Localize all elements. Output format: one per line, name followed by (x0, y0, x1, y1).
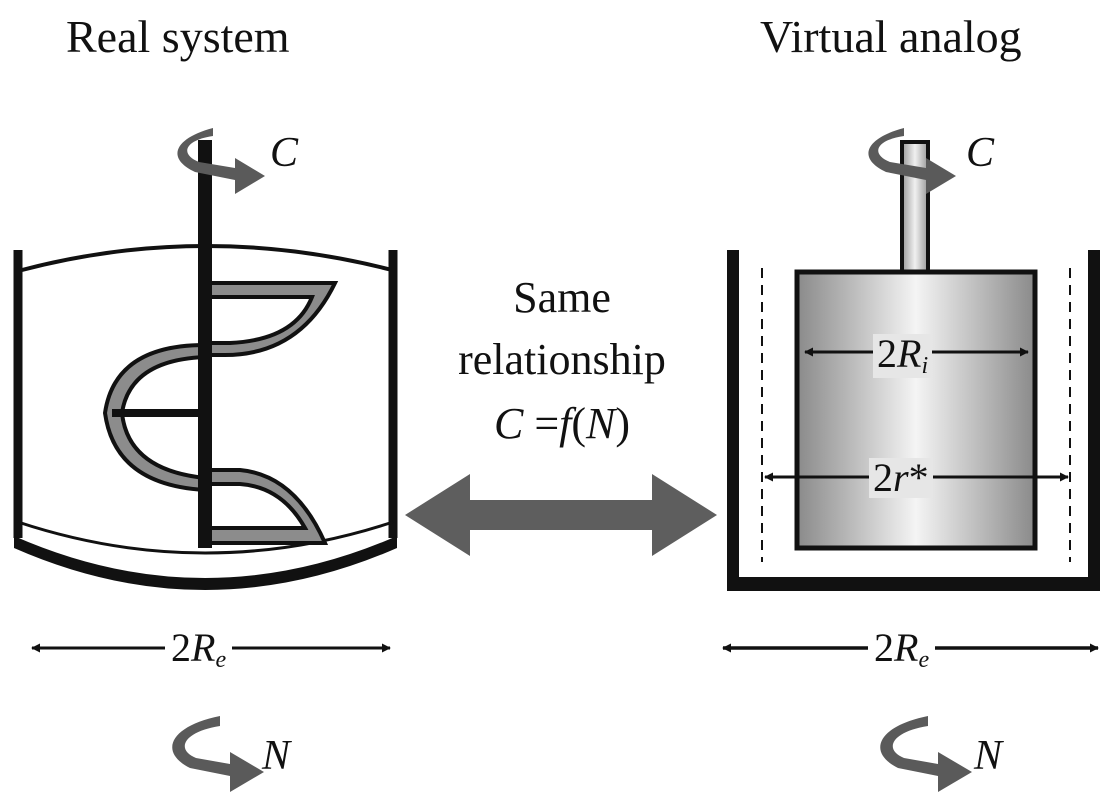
center-label-line2: relationship (458, 335, 666, 384)
torque-label-left: C (270, 130, 299, 176)
helical-ribbon-impeller (102, 140, 339, 548)
rotation-arrow-icon (868, 128, 956, 194)
inner-cylinder (794, 140, 1038, 551)
title-virtual-analog: Virtual analog (760, 11, 1022, 62)
center-label-line1: Same (513, 273, 611, 322)
equation-function-symbol: f (559, 399, 572, 448)
rotation-arrow-icon (177, 128, 265, 194)
outer-radius-label-left: 2Re (165, 628, 233, 672)
outer-radius-label-right: 2Re (868, 628, 936, 672)
equation-open-paren: ( (571, 399, 587, 448)
equation-equals: = (523, 399, 560, 448)
equation-torque-symbol: C (493, 399, 524, 448)
equation-close-paren: ) (615, 399, 631, 448)
double-arrow-icon (405, 474, 717, 556)
equation-speed-symbol: N (586, 399, 616, 448)
inner-radius-label: 2Ri (873, 334, 933, 378)
equivalent-radius-label: 2r* (869, 458, 933, 498)
speed-label-left: N (262, 733, 291, 779)
center-equation: C =f(N) (430, 402, 694, 446)
rotation-arrow-icon (172, 716, 264, 792)
real-system-vessel (13, 244, 398, 590)
title-real-system: Real system (66, 11, 290, 62)
rotation-arrow-icon (880, 716, 972, 792)
speed-label-right: N (974, 733, 1003, 779)
virtual-analog-vessel (727, 250, 1100, 591)
torque-label-right: C (966, 130, 995, 176)
